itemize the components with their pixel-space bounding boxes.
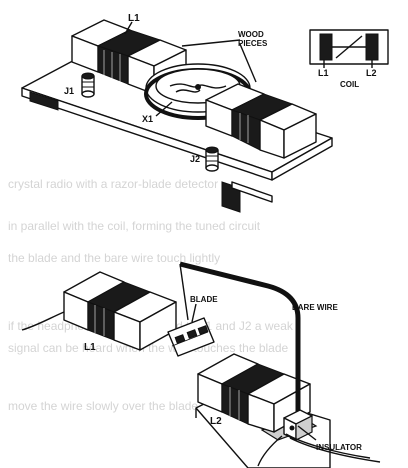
coil-inset: L1 L2 COIL xyxy=(309,29,389,89)
bare-wire xyxy=(179,261,301,424)
insulator xyxy=(283,409,313,441)
top-leader-lines xyxy=(124,21,257,117)
lead-wires xyxy=(21,311,381,467)
jack-j1 xyxy=(81,72,95,98)
inset-label-l1: L1 xyxy=(318,68,329,78)
top-figure: L1 WOOD PIECES J1 X1 J2 L1 L2 COIL xyxy=(21,13,389,213)
label-j1: J1 xyxy=(64,86,74,96)
label-blade: BLADE xyxy=(190,295,218,304)
label-l1-top: L1 xyxy=(128,13,140,24)
coil-l1-top xyxy=(71,19,187,95)
label-j2: J2 xyxy=(190,154,200,164)
coil-l2-bottom xyxy=(197,353,311,433)
label-l1-bottom: L1 xyxy=(84,342,96,353)
bleed-line: in parallel with the coil, forming the t… xyxy=(8,219,261,233)
inset-caption-coil: COIL xyxy=(340,80,359,89)
label-bare-wire: BARE WIRE xyxy=(292,303,338,312)
label-wood-pieces-2: PIECES xyxy=(238,39,268,48)
inset-label-l2: L2 xyxy=(366,68,377,78)
bleed-line: signal can be heard when the wire touche… xyxy=(8,341,289,355)
label-wood-pieces-1: WOOD xyxy=(238,30,264,39)
label-insulator: INSULATOR xyxy=(316,443,362,452)
razor-blade xyxy=(167,317,215,357)
coil-l2-top xyxy=(205,83,317,159)
bleed-line: the blade and the bare wire touch lightl… xyxy=(8,251,220,265)
coil-l1-bottom xyxy=(63,271,177,351)
label-x1: X1 xyxy=(142,114,153,124)
bleed-line: crystal radio with a razor-blade detecto… xyxy=(8,177,218,191)
bottom-leader-lines xyxy=(191,303,317,441)
jack-j2 xyxy=(205,146,219,172)
bottom-figure: BLADE BARE WIRE L1 L2 INSULATOR xyxy=(21,261,381,468)
label-l2-bottom: L2 xyxy=(210,416,222,427)
